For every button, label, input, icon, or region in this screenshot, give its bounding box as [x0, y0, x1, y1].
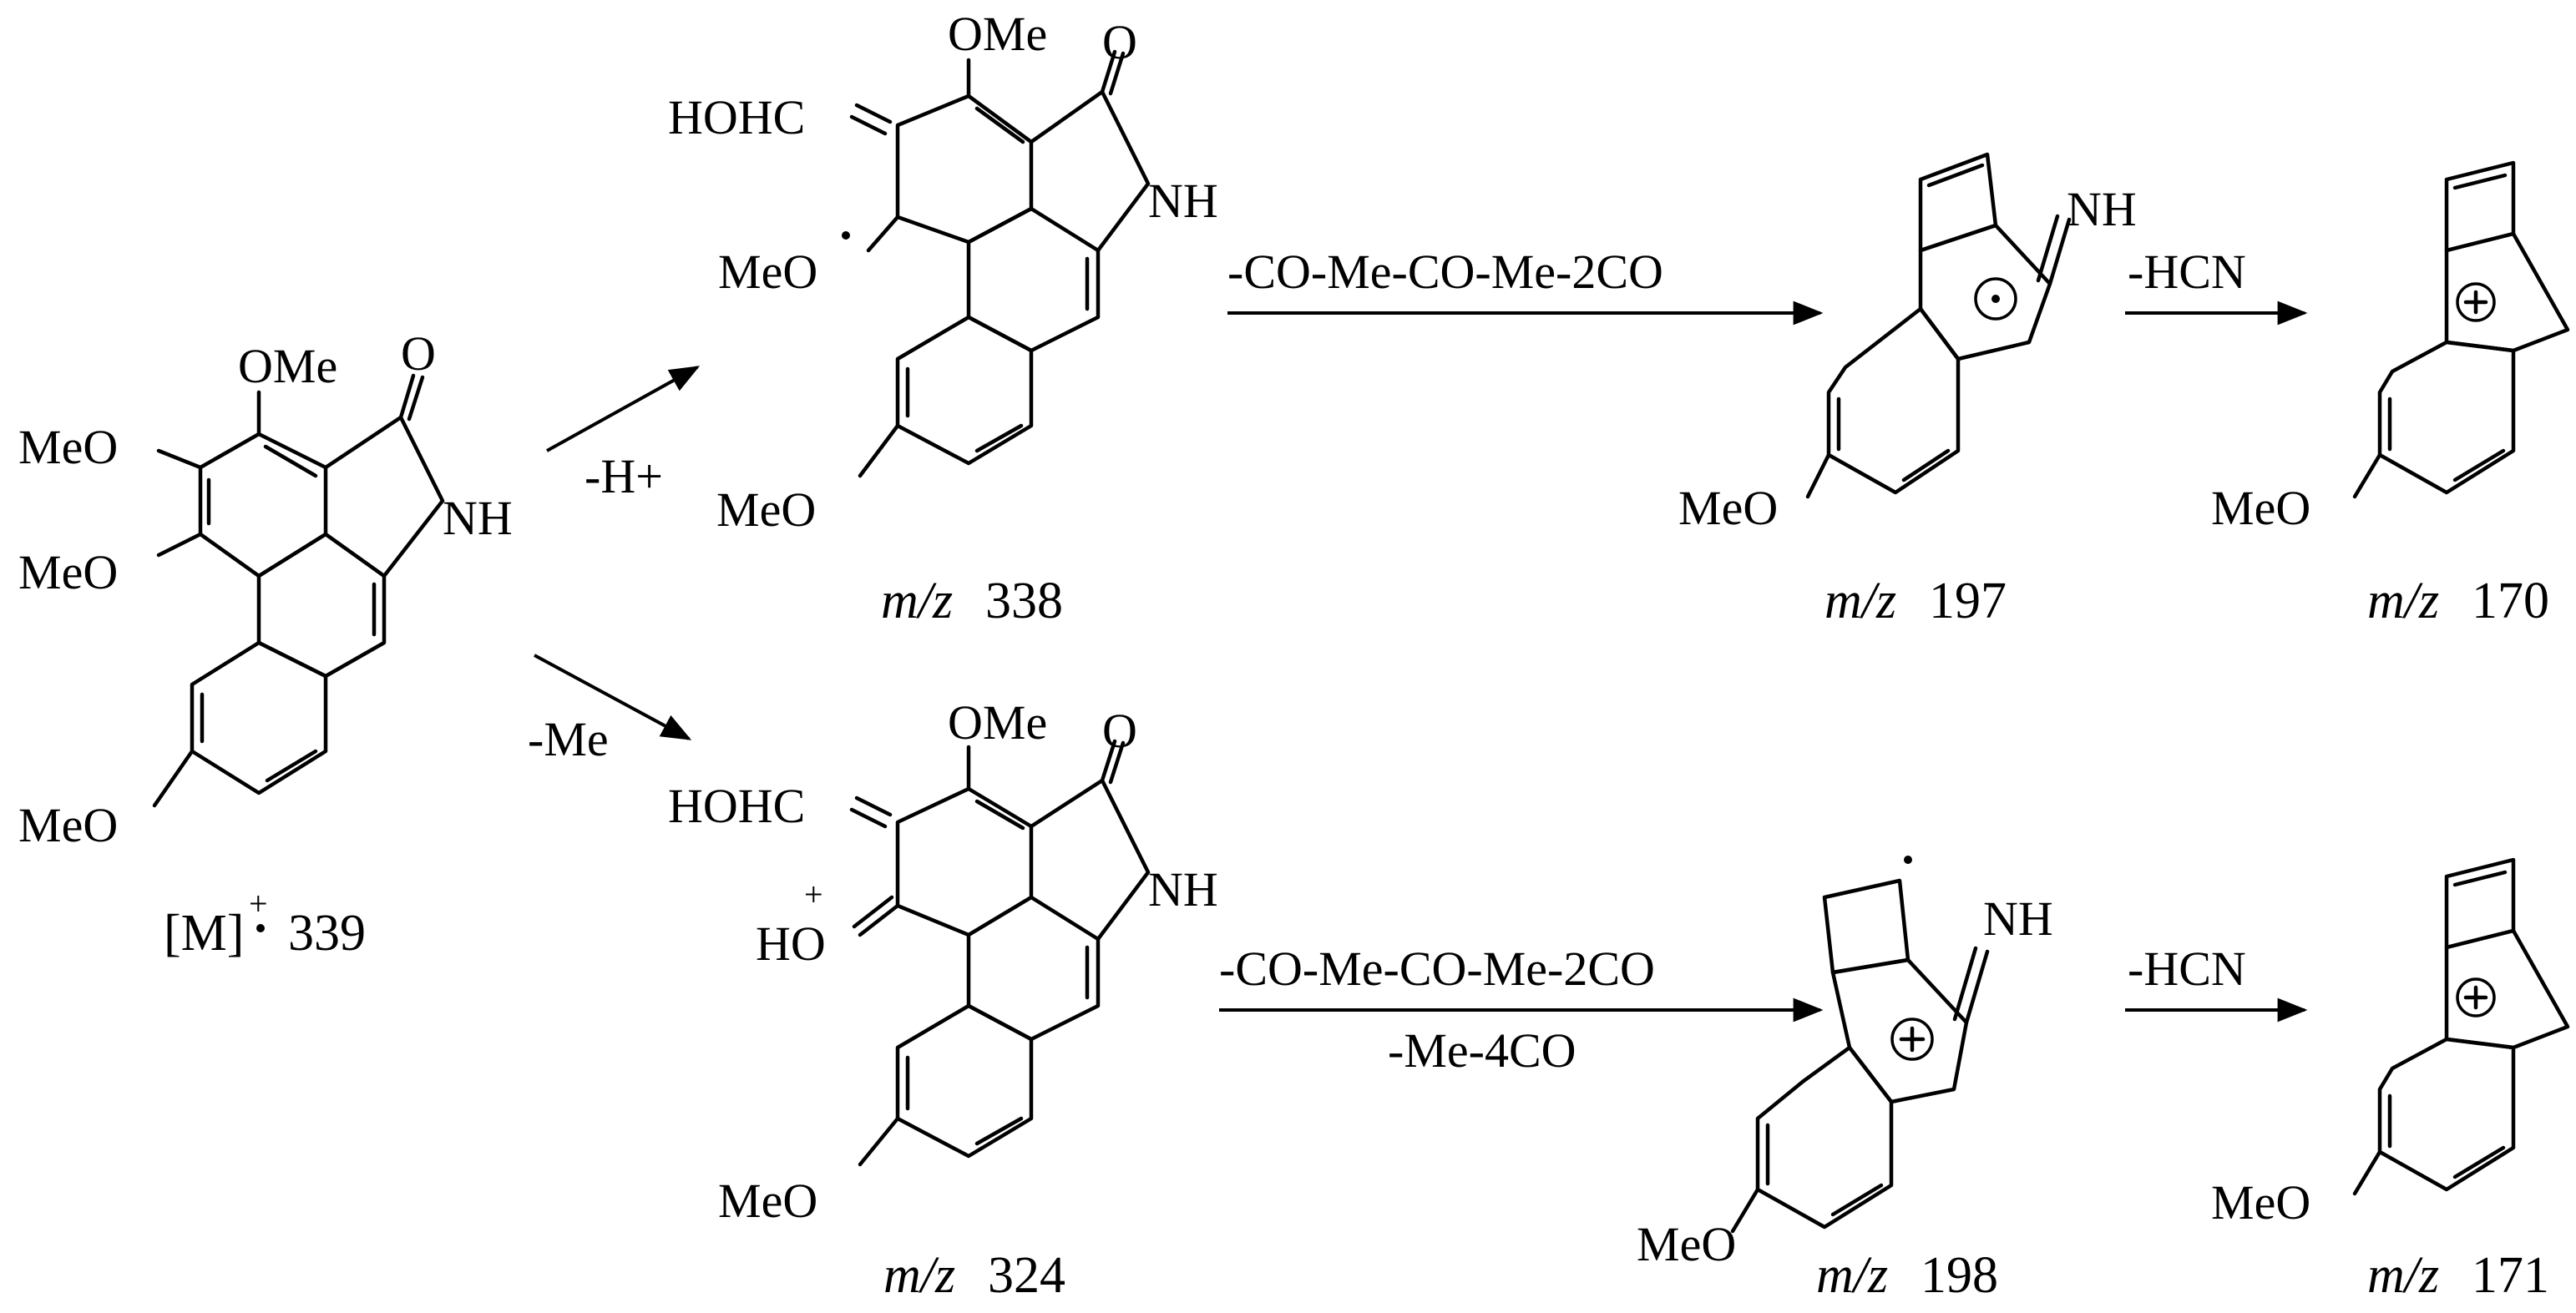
- upper-p2-nh: NH: [2067, 182, 2137, 236]
- lower-p1-carbonyl-o: O: [1102, 704, 1137, 758]
- lower-p2-meo: MeO: [1637, 1217, 1736, 1271]
- lower-product2-bonds: [1730, 856, 1990, 1234]
- lower-p1-hohc: HOHC: [668, 779, 805, 833]
- parent-meo-upper: MeO: [18, 420, 118, 474]
- radical-dot: [256, 924, 265, 932]
- lower-p1-ome: OMe: [948, 695, 1047, 750]
- lower-step2-reagent-below: -Me-4CO: [1388, 1023, 1576, 1078]
- lower-p1-charge: +: [804, 876, 823, 913]
- radical-dot: [842, 231, 850, 240]
- lower-step3-arrow: -HCN: [2125, 942, 2308, 1023]
- parent-label-mass: 339: [288, 905, 366, 962]
- upper-p1-meo-bottom: MeO: [716, 482, 816, 537]
- lower-p2-label: m/z 198: [1816, 1247, 1998, 1304]
- parent-label-prefix: [M]: [164, 905, 244, 962]
- lower-p3-label-mass: 171: [2472, 1247, 2549, 1304]
- parent-bonds: [152, 373, 445, 808]
- radical-circle: [1974, 277, 2017, 321]
- lower-product1: OMe O HOHC NH + HO MeO m/z 324: [668, 695, 1218, 1304]
- lower-p2-label-prefix: m/z: [1816, 1247, 1888, 1304]
- upper-step1-reagent: -H+: [585, 449, 663, 503]
- lower-p1-label-prefix: m/z: [883, 1247, 955, 1304]
- upper-p1-label-mass: 338: [985, 573, 1063, 629]
- radical-dot: [1991, 295, 2000, 303]
- upper-product3: MeO m/z 170: [2211, 160, 2570, 629]
- upper-product3-bonds: [2352, 160, 2570, 499]
- lower-step1-reagent: -Me: [528, 712, 609, 766]
- lower-p2-nh: NH: [1983, 891, 2053, 946]
- upper-p3-label: m/z 170: [2367, 573, 2549, 629]
- upper-step2-reagent: -CO-Me-CO-Me-2CO: [1227, 245, 1663, 299]
- lower-p2-label-mass: 198: [1921, 1247, 1998, 1304]
- lower-product3-bonds: [2352, 857, 2570, 1196]
- lower-step2-reagent-above: -CO-Me-CO-Me-2CO: [1219, 942, 1655, 996]
- lower-step2-arrow: -CO-Me-CO-Me-2CO -Me-4CO: [1219, 942, 1824, 1078]
- lower-p1-label-mass: 324: [988, 1247, 1065, 1304]
- parent-ome-top: OMe: [238, 339, 337, 393]
- upper-p1-nh: NH: [1148, 174, 1218, 228]
- cation-circle: [2456, 282, 2496, 322]
- upper-step2-arrow: -CO-Me-CO-Me-2CO: [1227, 245, 1824, 326]
- lower-p1-ho: HO: [756, 917, 826, 971]
- cation-circle: [1890, 1018, 1934, 1061]
- lower-p3-label: m/z 171: [2367, 1247, 2549, 1304]
- upper-p1-label-prefix: m/z: [881, 573, 953, 629]
- upper-p3-label-mass: 170: [2472, 573, 2549, 629]
- upper-p1-meo-radical: MeO: [718, 245, 817, 299]
- lower-step3-reagent: -HCN: [2128, 942, 2246, 996]
- lower-p1-label: m/z 324: [883, 1247, 1065, 1304]
- upper-p3-label-prefix: m/z: [2367, 573, 2439, 629]
- lower-p3-label-prefix: m/z: [2367, 1247, 2439, 1304]
- parent-meo-bottom: MeO: [18, 798, 118, 852]
- upper-p2-label-mass: 197: [1929, 573, 2007, 629]
- upper-p1-carbonyl-o: O: [1102, 15, 1137, 69]
- upper-step3-reagent: -HCN: [2128, 245, 2246, 299]
- upper-p1-label: m/z 338: [881, 573, 1063, 629]
- parent-carbonyl-o: O: [401, 326, 436, 381]
- upper-p2-meo: MeO: [1678, 481, 1778, 535]
- lower-step1-arrow: -Me: [528, 654, 692, 766]
- upper-step1-arrow: -H+: [546, 366, 701, 503]
- upper-product2-bonds: [1805, 152, 2072, 499]
- parent-label: [M] + 339: [164, 885, 366, 962]
- lower-p3-meo: MeO: [2211, 1175, 2310, 1230]
- parent-nh: NH: [443, 491, 513, 545]
- radical-dot: [1904, 856, 1912, 864]
- upper-p2-label: m/z 197: [1824, 573, 2007, 629]
- upper-p2-label-prefix: m/z: [1824, 573, 1896, 629]
- parent-molecule: OMe MeO MeO MeO O NH [M] + 339: [18, 326, 513, 962]
- lower-product3: MeO m/z 171: [2211, 857, 2570, 1304]
- upper-p3-meo: MeO: [2211, 481, 2310, 535]
- upper-p1-ome: OMe: [948, 7, 1047, 61]
- upper-p1-hohc: HOHC: [668, 90, 805, 144]
- upper-product1-bonds: [849, 49, 1151, 478]
- upper-step3-arrow: -HCN: [2125, 245, 2308, 326]
- lower-product1-bonds: [849, 739, 1151, 1167]
- parent-meo-lower: MeO: [18, 545, 118, 599]
- upper-product2: NH MeO m/z 197: [1678, 152, 2137, 629]
- upper-product1: OMe O HOHC NH MeO MeO m/z 338: [668, 7, 1218, 629]
- cation-circle: [2456, 977, 2496, 1018]
- lower-p1-nh: NH: [1148, 862, 1218, 917]
- lower-p1-meo-bottom: MeO: [718, 1174, 817, 1228]
- lower-product2: NH MeO m/z 198: [1637, 856, 2053, 1304]
- parent-label-charge: +: [249, 885, 268, 922]
